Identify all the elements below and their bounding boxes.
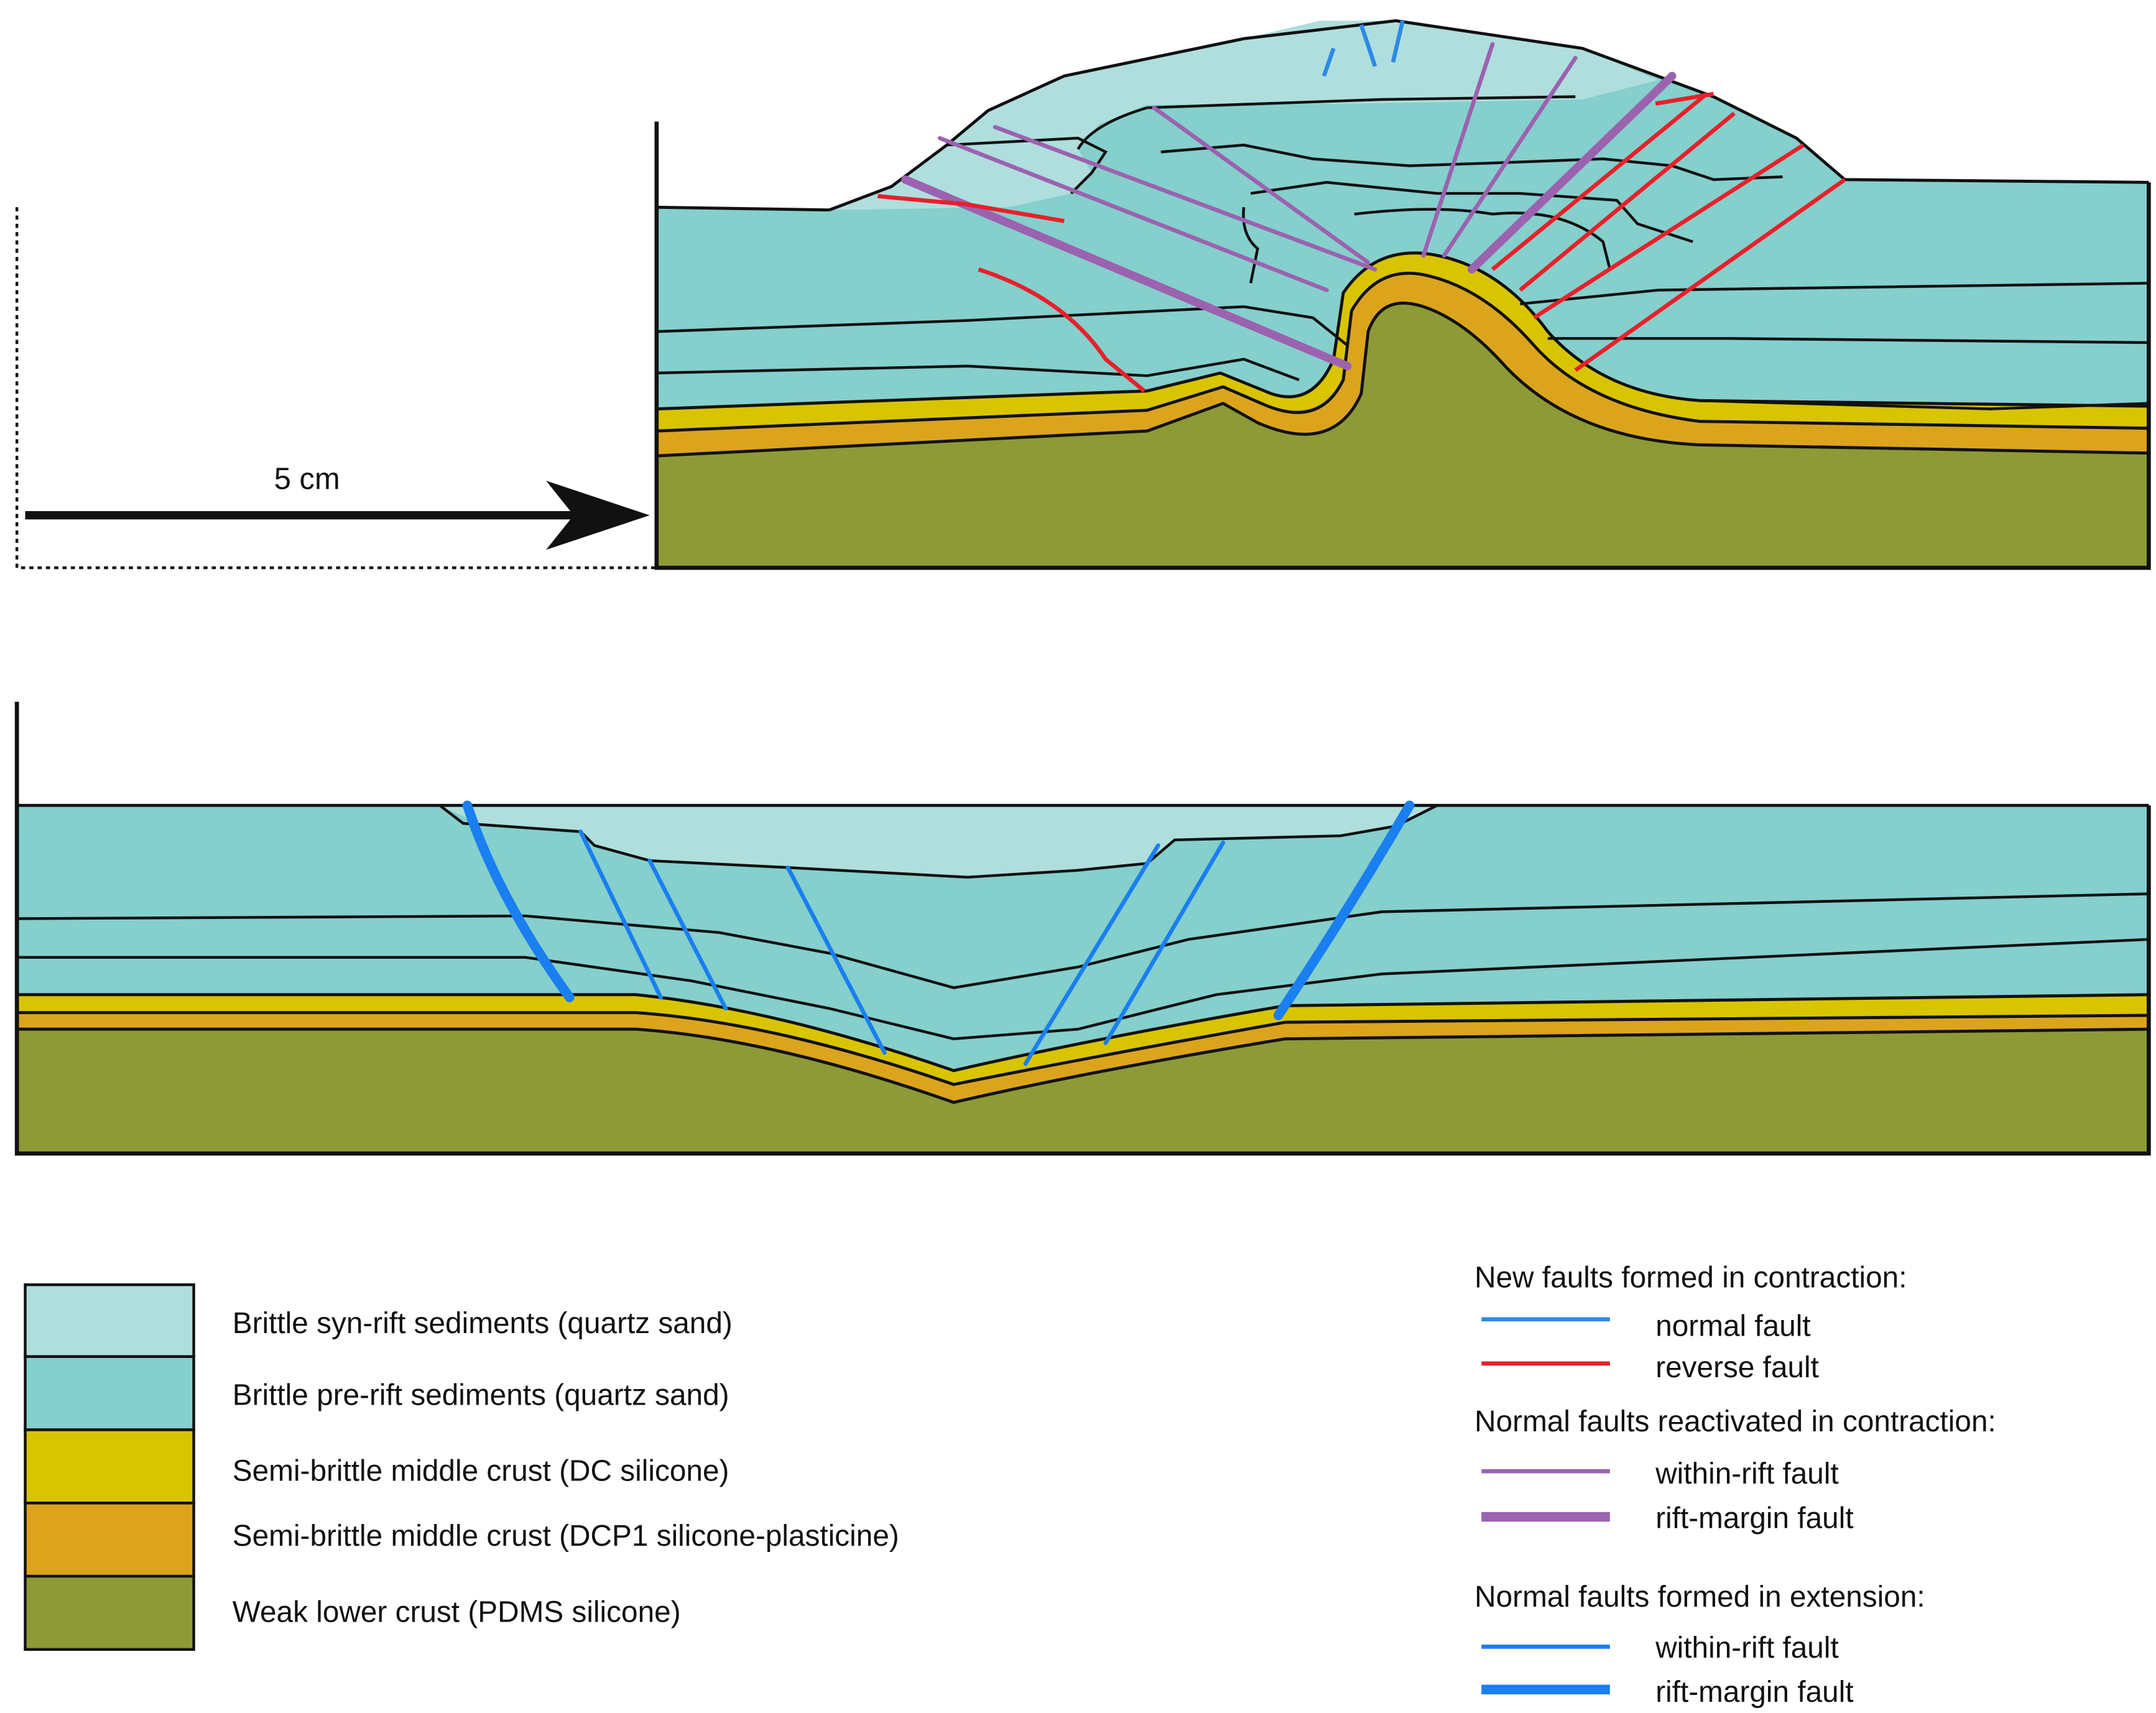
scale-bar-label: 5 cm [274, 463, 340, 496]
top-lower-crust-dome [656, 303, 2149, 497]
legend-layer-label: Semi-brittle middle crust (DCP1 silicone… [233, 1520, 899, 1553]
legend-swatch [24, 1428, 195, 1505]
legend-item-label: reverse fault [1655, 1351, 1819, 1384]
legend-layer-item: Brittle syn-rift sediments (quartz sand) [24, 1283, 733, 1359]
scale-bar-outline [15, 207, 657, 570]
top-reverse-faults [877, 91, 1846, 393]
legend-swatch [24, 1355, 195, 1431]
legend-item-label: normal fault [1655, 1309, 1810, 1342]
legend-layer-item: Weak lower crust (PDMS silicone) [24, 1574, 681, 1651]
legend-heading-extension: Normal faults formed in extension: [1474, 1581, 1925, 1614]
legend-layer-item: Brittle pre-rift sediments (quartz sand) [24, 1355, 729, 1431]
bottom-extension-faults [462, 800, 1415, 1066]
bottom-outlines [17, 803, 2149, 1104]
top-new-normal-faults [1321, 20, 1405, 77]
top-outlines [656, 19, 2149, 458]
legend-layer-label: Brittle pre-rift sediments (quartz sand) [233, 1379, 729, 1412]
scale-bar: 5 cm [15, 207, 657, 570]
legend-layer-item: Semi-brittle middle crust (DCP1 silicone… [24, 1502, 899, 1578]
legend-heading-new-contraction: New faults formed in contraction: [1474, 1262, 1907, 1295]
legend-heading-reactivated: Normal faults reactivated in contraction… [1474, 1405, 1996, 1438]
top-dcp1-layer [656, 273, 2149, 456]
legend-layer-label: Weak lower crust (PDMS silicone) [233, 1595, 681, 1628]
legend-swatch [24, 1574, 195, 1651]
legend-swatch [24, 1502, 195, 1578]
extension-cross-section [14, 701, 2151, 1156]
bottom-syn-rift [440, 805, 1438, 877]
legend-item-label: rift-margin fault [1655, 1676, 1853, 1709]
top-syn-rift [829, 21, 1659, 210]
bottom-dc-layer [17, 994, 2149, 1085]
legend-item-label: within-rift fault [1655, 1457, 1839, 1490]
legend-layer-item: Semi-brittle middle crust (DC silicone) [24, 1428, 729, 1505]
legend-swatch [24, 1283, 195, 1359]
scale-arrow-head-icon [546, 481, 650, 550]
contraction-cross-section [654, 19, 2151, 570]
legend-item-label: rift-margin fault [1655, 1502, 1853, 1535]
layer-legend: Brittle syn-rift sediments (quartz sand)… [24, 1283, 899, 1651]
bottom-tank [14, 701, 2151, 1156]
top-dc-layer [656, 252, 2149, 432]
legend-layer-label: Semi-brittle middle crust (DC silicone) [233, 1455, 729, 1488]
top-reactivated-faults [901, 42, 1677, 371]
legend-item-label: within-rift fault [1655, 1632, 1839, 1665]
top-tank [654, 121, 2151, 570]
fault-legend: New faults formed in contraction: normal… [1474, 1262, 1996, 1709]
bottom-pre-rift [17, 805, 2149, 1071]
legend-layer-label: Brittle syn-rift sediments (quartz sand) [233, 1307, 733, 1340]
